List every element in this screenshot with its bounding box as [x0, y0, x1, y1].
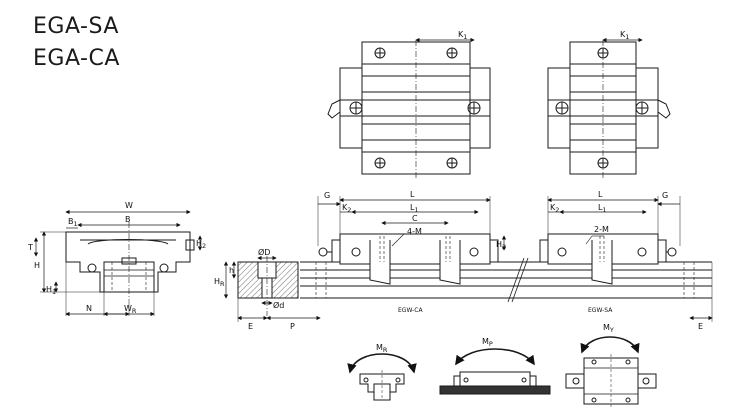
dim-c: C	[412, 214, 418, 223]
rail-section	[223, 255, 321, 322]
dim-b: B	[125, 215, 131, 224]
dim-d-large: ØD	[258, 247, 270, 257]
dim-l1-sa: L1	[598, 203, 607, 214]
dim-e-left: E	[248, 322, 253, 331]
dim-h-small: h	[229, 266, 234, 275]
dim-g-left: G	[324, 191, 330, 200]
model-title-sa: EGA-SA	[33, 14, 119, 39]
dim-h2-ca: H2	[496, 240, 506, 251]
dim-w: W	[125, 201, 133, 210]
side-view-ca-block	[317, 196, 507, 285]
label-4m: 4-M	[407, 227, 422, 236]
dim-l-sa: L	[598, 190, 603, 199]
dim-n: N	[86, 304, 92, 313]
dim-k1-sa: K1	[620, 30, 629, 41]
caption-egw-ca: EGW-CA	[398, 307, 423, 314]
dim-wr: WR	[124, 304, 137, 315]
side-view-rail	[300, 257, 713, 322]
dim-l-ca: L	[410, 190, 415, 199]
dim-h1: H1	[46, 285, 56, 296]
dim-h: H	[34, 261, 40, 270]
moment-mr	[347, 353, 417, 401]
dim-h2-end: H2	[196, 239, 206, 250]
moment-my	[565, 336, 657, 408]
dim-l1-ca: L1	[410, 203, 419, 214]
dim-t: T	[27, 243, 33, 252]
dim-g-right: G	[662, 191, 668, 200]
dim-b1: B1	[68, 217, 78, 228]
label-my: MY	[603, 323, 614, 334]
model-title-ca: EGA-CA	[33, 46, 120, 71]
dim-k1-ca: K1	[458, 30, 467, 41]
moment-mp	[439, 348, 551, 395]
dim-d-small: Ød	[273, 300, 284, 310]
dim-k2-ca: K2	[342, 203, 351, 214]
dim-e-right: E	[698, 322, 703, 331]
top-view-ca	[327, 37, 491, 178]
label-mp: MP	[482, 337, 493, 348]
end-view	[33, 209, 203, 317]
caption-egw-sa: EGW-SA	[588, 307, 613, 314]
side-view-sa-block	[539, 196, 681, 285]
top-view-sa	[547, 37, 671, 178]
dim-k2-sa: K2	[550, 203, 559, 214]
label-2m: 2-M	[594, 225, 609, 234]
dim-hr: HR	[214, 277, 225, 288]
label-mr: MR	[376, 343, 388, 354]
dim-p: P	[290, 322, 295, 331]
